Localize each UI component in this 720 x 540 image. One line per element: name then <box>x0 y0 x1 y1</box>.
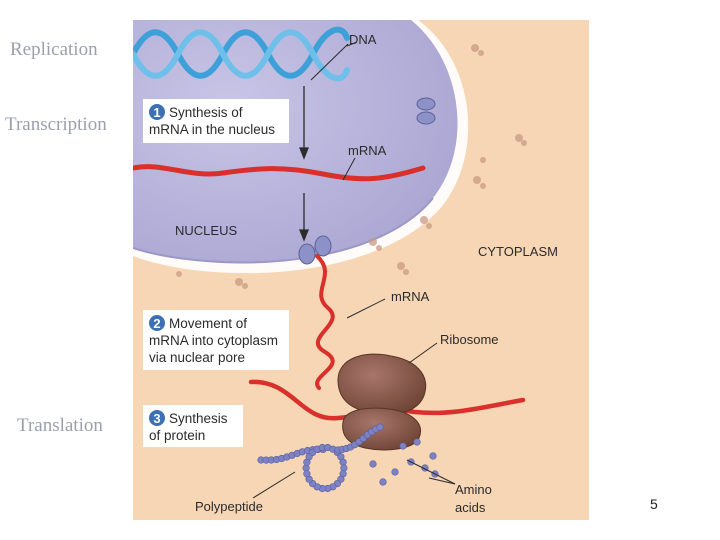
mrna-cytoplasm-label: mRNA <box>391 289 430 304</box>
step-2-box: 2 Movement of mRNA into cytoplasm via nu… <box>143 310 289 370</box>
step-2-line1: Movement of <box>169 316 247 331</box>
step-2-line3: via nuclear pore <box>149 350 245 365</box>
cytoplasm-label: CYTOPLASM <box>478 244 558 259</box>
polypeptide-chain <box>257 423 384 493</box>
transcription-label: Transcription <box>5 114 107 135</box>
step-1-box: 1 Synthesis of mRNA in the nucleus <box>143 99 289 143</box>
free-amino-acids <box>369 438 439 486</box>
page-number: 5 <box>650 496 658 512</box>
step-3-line1: Synthesis <box>169 411 228 426</box>
amino-acid <box>391 468 399 476</box>
step-2-line2: mRNA into cytoplasm <box>149 333 278 348</box>
step-3-box: 3 Synthesis of protein <box>143 405 243 447</box>
polypeptide-label: Polypeptide <box>195 499 263 514</box>
gene-expression-figure: DNA mRNA NUCLEUS CYTOPLASM mRNA Ribosome… <box>133 20 589 520</box>
nucleus-label: NUCLEUS <box>175 223 237 238</box>
mrna-strand-nucleus <box>133 164 426 182</box>
nuclear-pore <box>416 97 436 125</box>
amino-acid <box>399 442 407 450</box>
polypeptide-bead <box>376 423 384 431</box>
amino-acid <box>379 478 387 486</box>
mrna-nucleus-label: mRNA <box>348 143 387 158</box>
translation-label: Translation <box>17 415 103 436</box>
nucleus <box>133 20 469 274</box>
step-3-number: 3 <box>153 411 160 426</box>
step-3-line2: of protein <box>149 428 205 443</box>
step-2-number: 2 <box>153 316 160 331</box>
amino-acid <box>369 460 377 468</box>
ribosome <box>337 353 427 451</box>
nuclear-pore <box>298 235 332 265</box>
amino-acids-label-line2: acids <box>455 500 486 515</box>
step-1-line1: Synthesis of <box>169 105 243 120</box>
replication-label: Replication <box>10 39 98 60</box>
step-1-line2: mRNA in the nucleus <box>149 122 275 137</box>
dna-label: DNA <box>349 32 377 47</box>
amino-acid <box>413 438 421 446</box>
cytoplasm-granules <box>176 44 527 289</box>
dna-double-helix <box>133 26 350 82</box>
amino-acids-label-line1: Amino <box>455 482 492 497</box>
process-arrow <box>299 193 309 242</box>
mrna-strand-cytoplasm <box>315 254 335 390</box>
amino-acid <box>429 452 437 460</box>
step-1-number: 1 <box>153 105 160 120</box>
process-arrow <box>299 86 309 160</box>
polypeptide-bead <box>303 470 311 478</box>
ribosome-label: Ribosome <box>440 332 499 347</box>
